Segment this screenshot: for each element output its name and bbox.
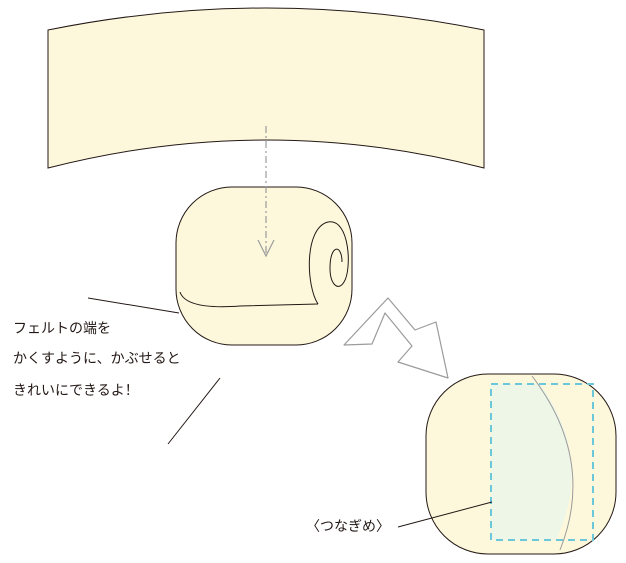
note-line-3: きれいにできるよ！	[13, 383, 139, 399]
seam-label: 〈つなぎめ〉	[306, 519, 390, 535]
seam-label-leader	[397, 501, 493, 528]
felt-band	[47, 7, 485, 169]
guide-arrow-head	[257, 239, 275, 258]
seam-area	[491, 384, 572, 540]
seam-dashed-box	[490, 383, 594, 541]
seam-curve	[531, 375, 574, 551]
felt-edge-line	[179, 291, 319, 308]
felt-roll-curl	[308, 221, 349, 305]
note-leader-top	[87, 297, 180, 314]
felt-ball	[175, 186, 353, 346]
result-arrow	[343, 297, 449, 379]
note-line-2: かくすように、かぶせると	[13, 351, 181, 367]
note-line-1: フェルトの端を	[13, 321, 111, 337]
note-leader-bottom	[167, 377, 221, 445]
